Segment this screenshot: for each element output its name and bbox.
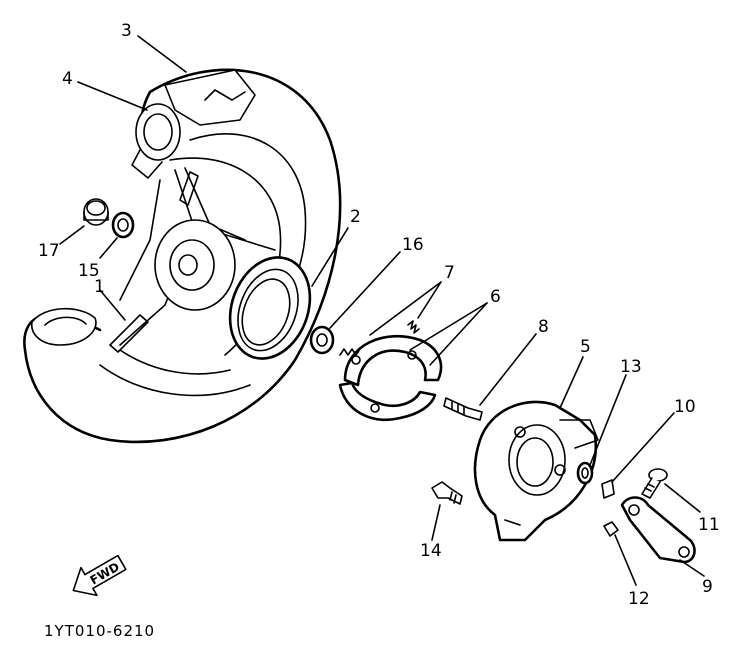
callout-2: 2: [350, 207, 361, 227]
part-15-washer: [111, 211, 135, 239]
part-11-bolt: [641, 468, 668, 499]
part-14-fitting: [431, 481, 463, 505]
callout-12: 12: [628, 589, 650, 609]
callout-15: 15: [78, 261, 100, 281]
part-13-seal: [576, 461, 594, 485]
part-10-washer: [601, 479, 615, 499]
callout-9: 9: [702, 577, 713, 597]
callout-8: 8: [538, 317, 549, 337]
callout-16: 16: [402, 235, 424, 255]
callout-13: 13: [620, 357, 642, 377]
wheel-hub-drawing: [23, 68, 342, 444]
callout-1: 1: [94, 277, 105, 297]
callout-17: 17: [38, 241, 60, 261]
callout-labels: 3 4 17 15 1 2 16 7 6 8 5 13 10 11 14 9 1…: [38, 21, 720, 609]
callout-10: 10: [674, 397, 696, 417]
callout-6: 6: [490, 287, 501, 307]
callout-5: 5: [580, 337, 591, 357]
leader-lines: [59, 35, 705, 586]
part-9-lever: [620, 496, 696, 564]
callout-4: 4: [62, 69, 73, 89]
callout-7: 7: [444, 263, 455, 283]
part-8-adjuster: [443, 397, 483, 421]
part-12-nut: [603, 521, 619, 537]
part-7-springs: [339, 320, 420, 356]
part-16-washer: [309, 325, 335, 355]
figure-code: 1YT010-6210: [44, 622, 155, 640]
callout-3: 3: [121, 21, 132, 41]
part-17-nut: [83, 198, 109, 226]
part-5-brake-panel: [473, 400, 599, 542]
part-6-brake-shoes: [338, 334, 443, 421]
callout-14: 14: [420, 541, 442, 561]
fwd-direction-arrow: FWD: [72, 554, 127, 597]
callout-11: 11: [698, 515, 720, 535]
